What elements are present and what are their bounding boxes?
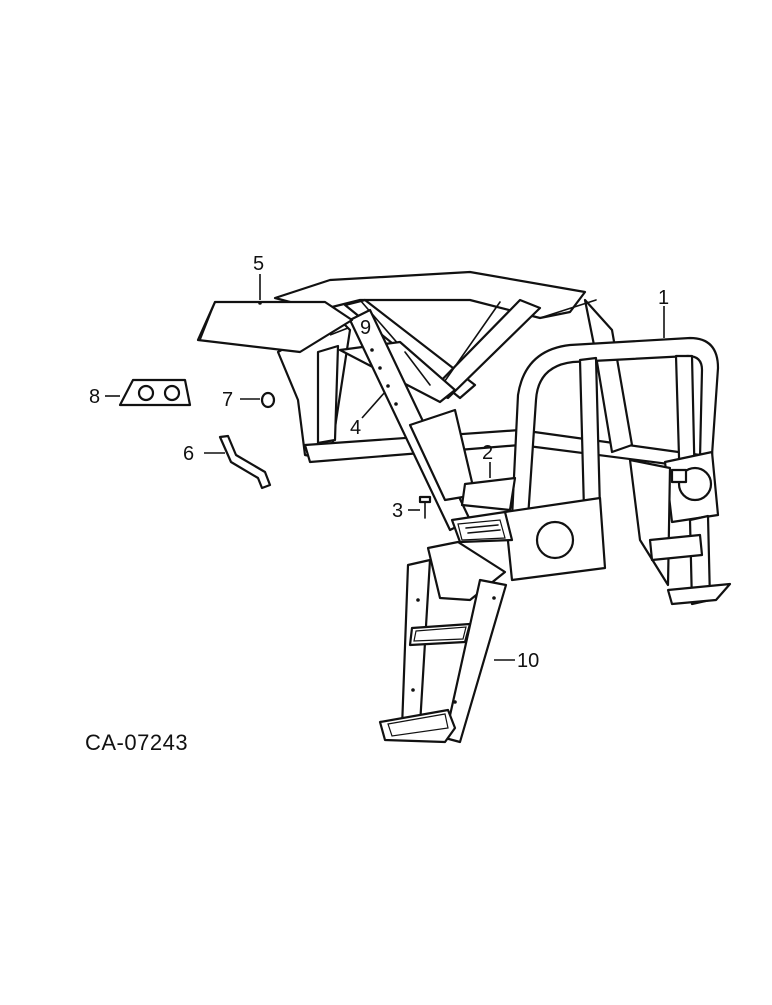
hex-nut (260, 391, 276, 409)
callout-1: 1 (658, 287, 669, 309)
callout-6: 6 (183, 443, 194, 465)
leader-lines (105, 274, 665, 661)
callout-8: 8 (89, 386, 100, 408)
light-bracket (118, 378, 192, 407)
bolt (418, 495, 432, 519)
ladder (378, 540, 508, 744)
step-bracket (460, 476, 517, 512)
platform-frame (273, 270, 702, 532)
callout-2: 2 (482, 442, 493, 464)
callout-3: 3 (392, 500, 403, 522)
upper-step-grating (457, 519, 506, 541)
callout-7: 7 (222, 389, 233, 411)
callout-10: 10 (517, 650, 539, 672)
drawing-code: CA-07243 (85, 730, 188, 755)
callout-labels: 1 2 3 4 5 6 7 8 9 10 (89, 253, 669, 672)
callout-9: 9 (360, 317, 371, 339)
top-cover (196, 300, 354, 354)
step-housing (450, 496, 607, 582)
strap-bracket (218, 434, 272, 490)
right-step-assembly (628, 450, 732, 606)
callout-5: 5 (253, 253, 264, 275)
callout-4: 4 (350, 417, 361, 439)
